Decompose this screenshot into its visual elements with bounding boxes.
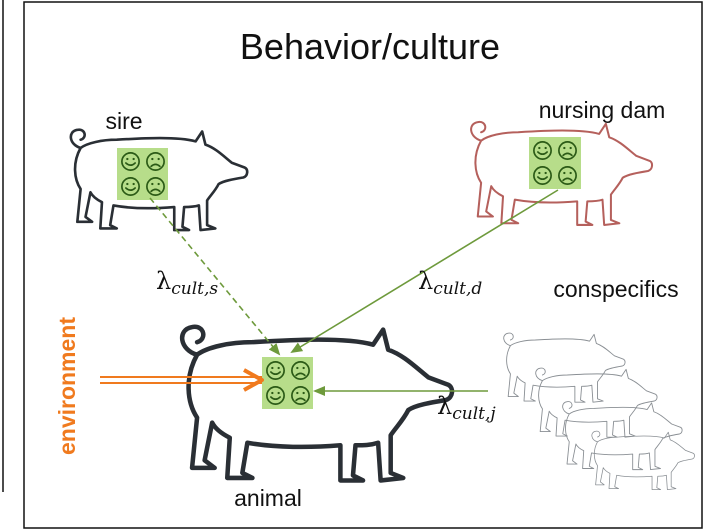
diagram-frame (23, 1, 703, 529)
sire-emotion-box (117, 148, 168, 200)
animal-emotion-box (262, 357, 313, 409)
dam-path-coefficient: λcult,d (418, 267, 482, 299)
conspecifics-label: conspecifics (553, 276, 678, 302)
diagram-title: Behavior/culture (240, 26, 500, 67)
nursing-dam-label: nursing dam (539, 97, 666, 123)
animal-pig-icon (182, 327, 452, 481)
sire-path-coefficient: λcult,s (156, 267, 218, 299)
sire-label: sire (105, 108, 142, 134)
conspecifics-pigs-icon (503, 332, 695, 490)
dam-to-animal-arrow (290, 189, 559, 354)
environment-arrow (100, 368, 264, 392)
peers-path-coefficient: λcult,j (437, 392, 496, 424)
sire-to-animal-arrow (149, 197, 281, 356)
environment-label: environment (54, 317, 80, 455)
animal-label: animal (234, 485, 302, 511)
dam-emotion-box (529, 137, 581, 189)
